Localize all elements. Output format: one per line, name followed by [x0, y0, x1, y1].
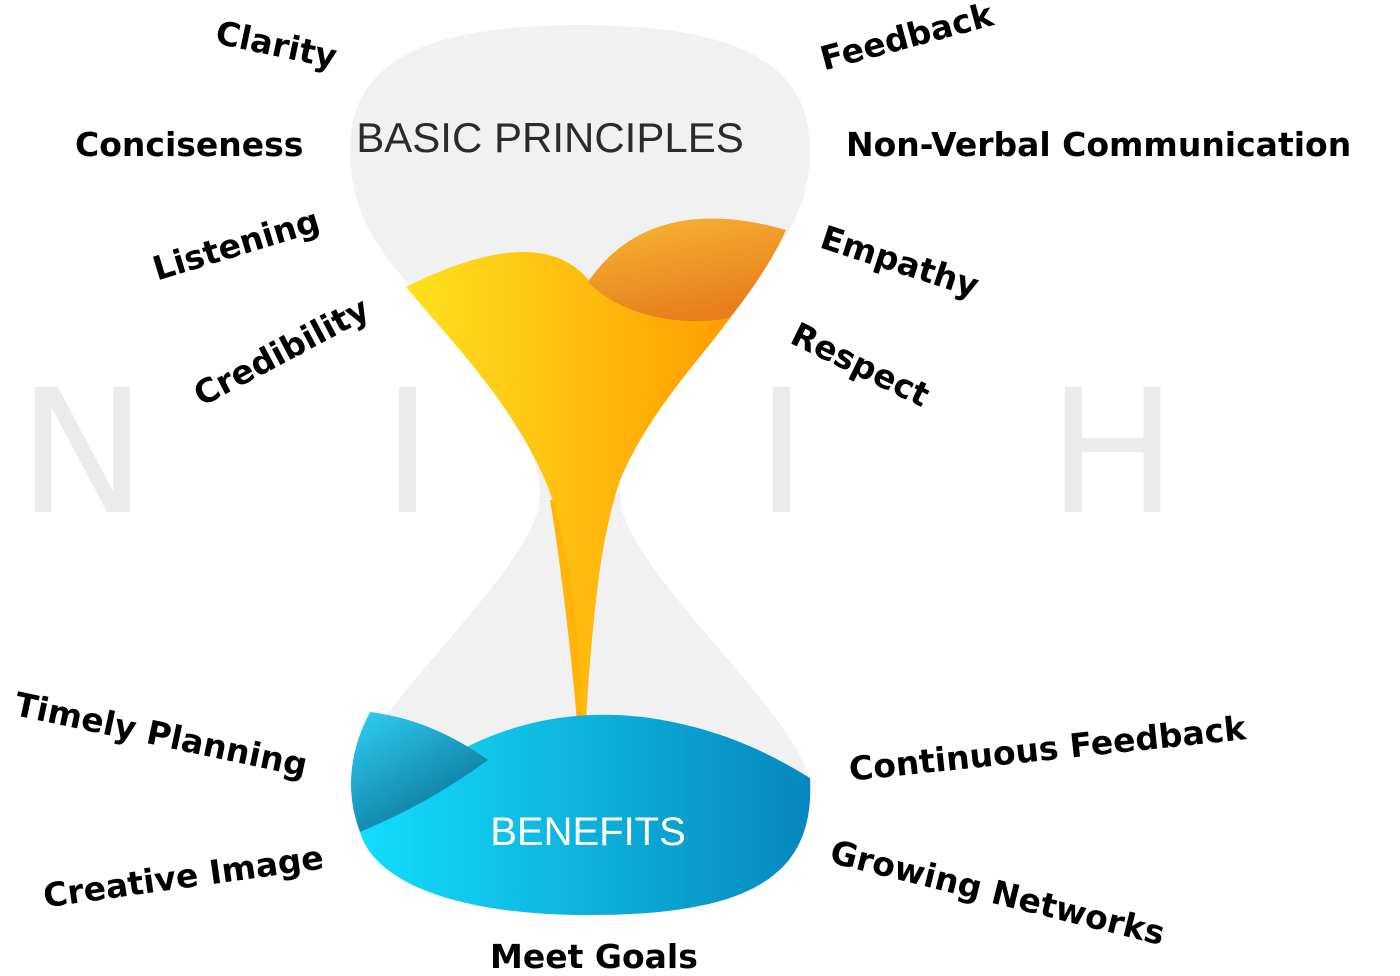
watermark-letter-i: I [756, 352, 807, 553]
basic-principles-title: BASIC PRINCIPLES [356, 114, 743, 161]
watermark-letter-n: N [18, 352, 147, 553]
watermark-letter-h: H [1048, 352, 1178, 553]
top-sand-shadow [588, 218, 786, 322]
principle-label-conciseness: Conciseness [75, 125, 304, 164]
principle-label-non-verbal-communication: Non-Verbal Communication [846, 125, 1352, 164]
watermark-letter-i: I [382, 352, 433, 553]
bottom-sand-left-shadow [350, 712, 488, 832]
top-sand [406, 252, 730, 720]
benefits-title: BENEFITS [490, 810, 686, 854]
benefit-label-meet-goals: Meet Goals [490, 937, 698, 976]
